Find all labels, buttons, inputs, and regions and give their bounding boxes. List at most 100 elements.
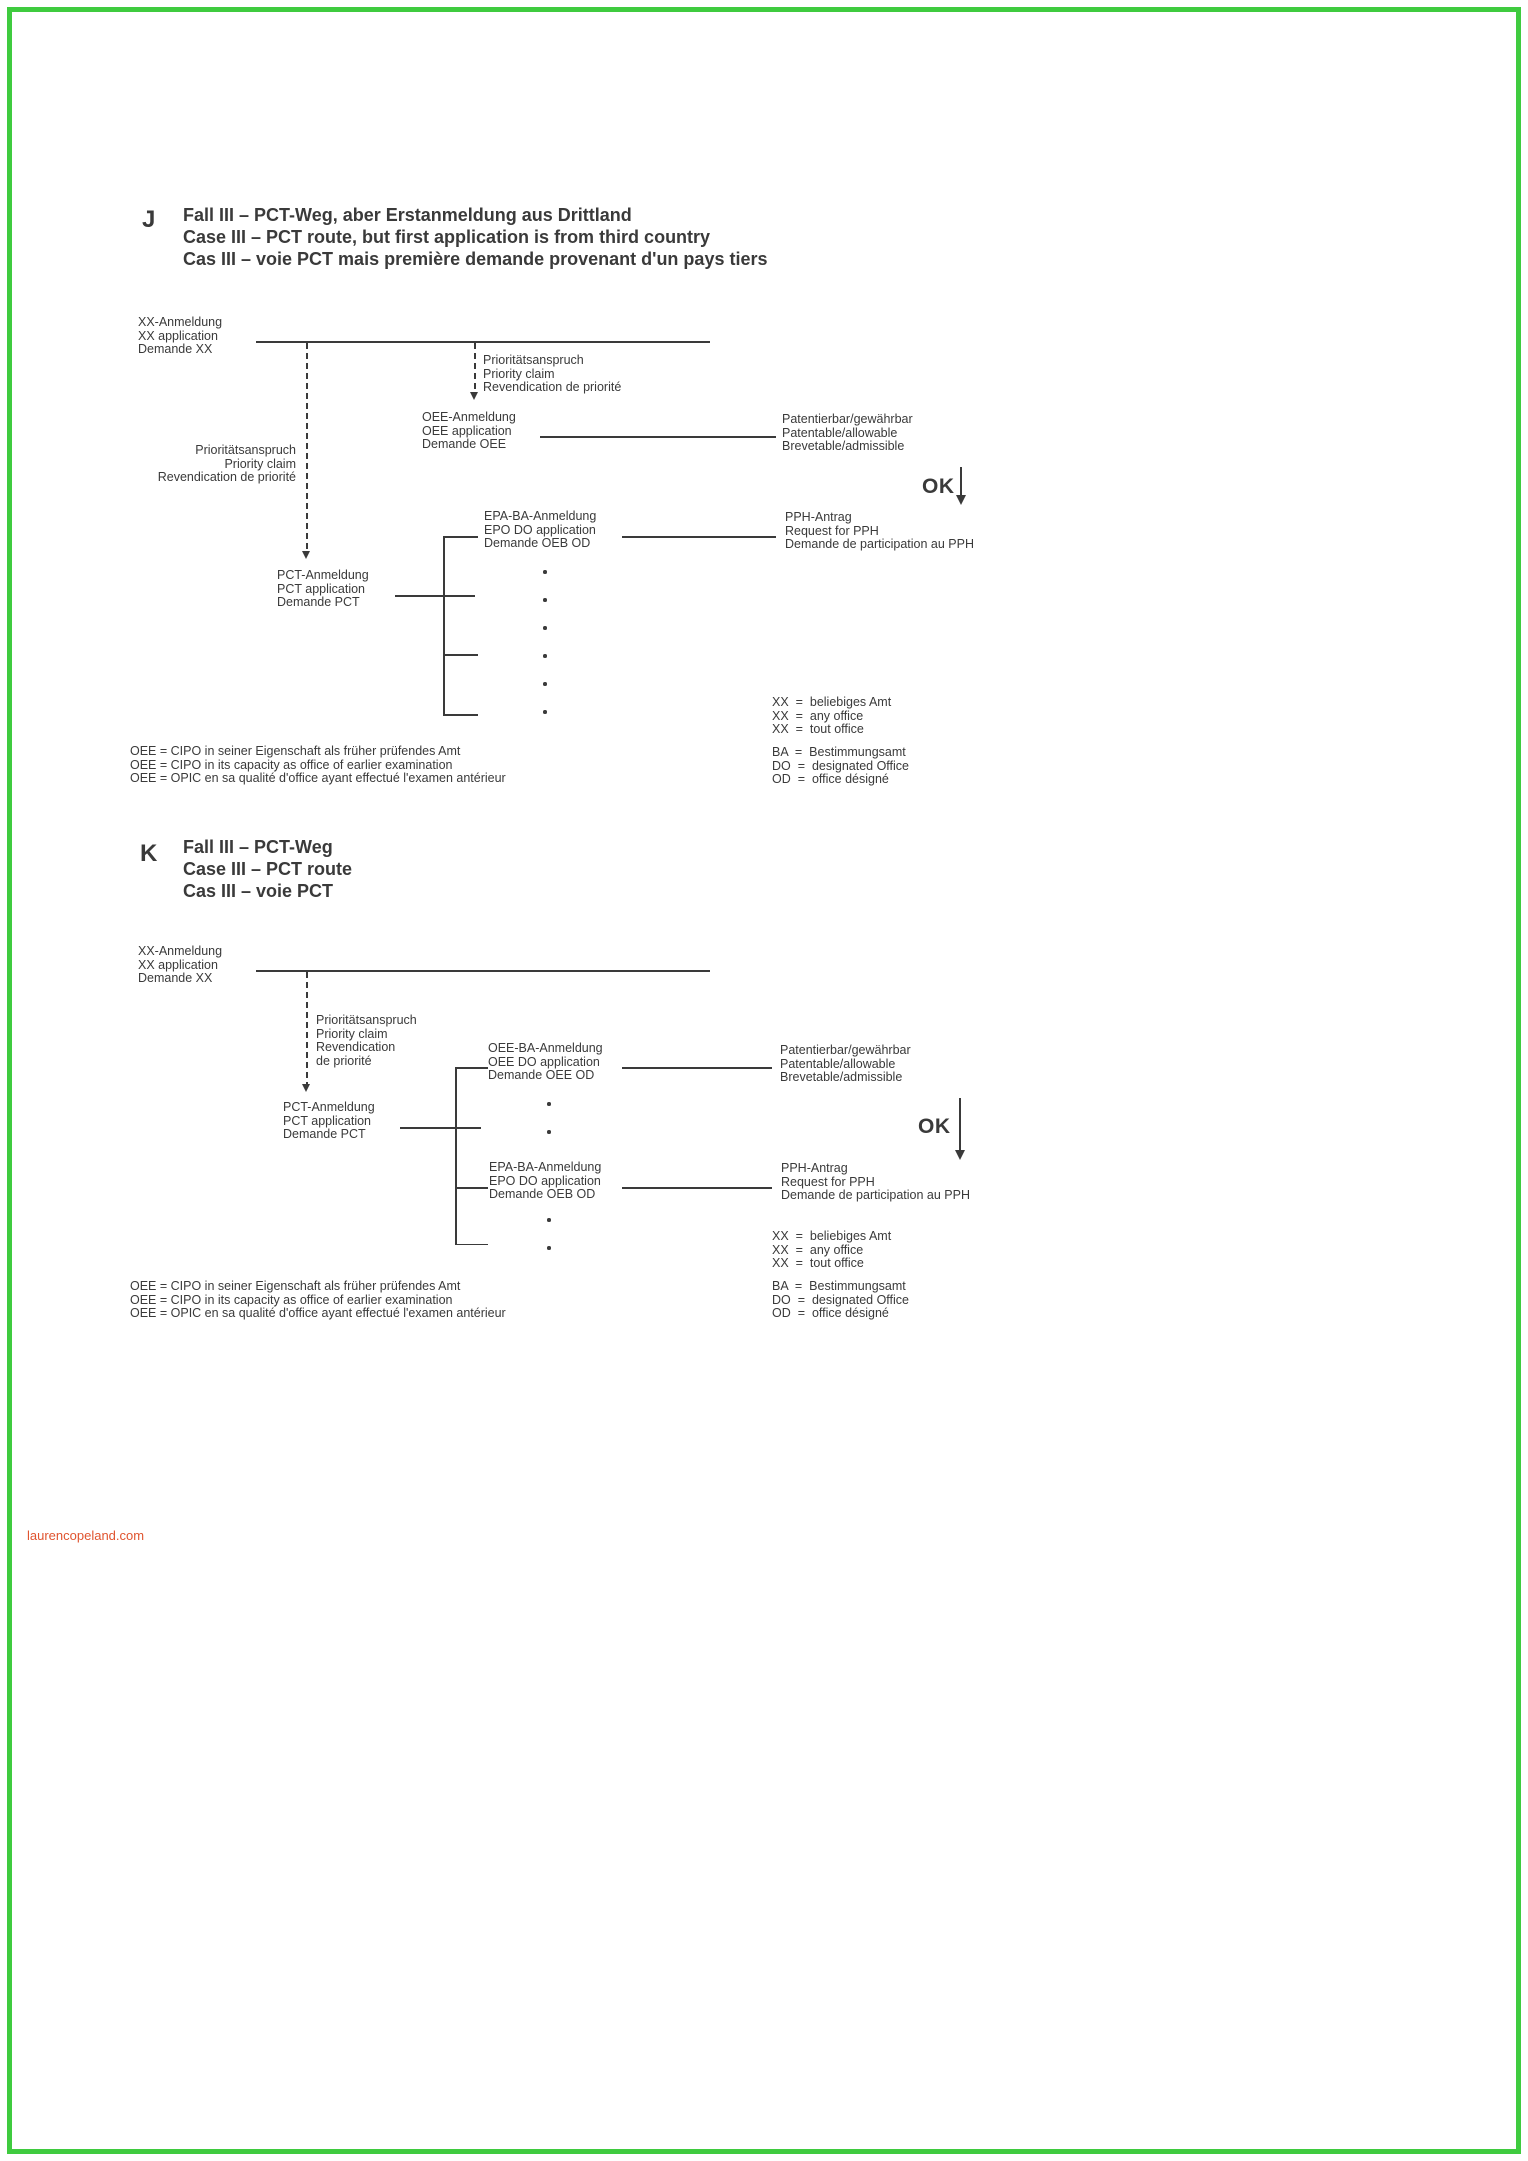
text-line: Priority claim <box>224 456 296 471</box>
arrowhead-down-icon <box>302 551 310 559</box>
bracket-tick-bottom-j <box>443 714 478 716</box>
bracket-tick-mid-j <box>443 654 478 656</box>
text-line: OEE = CIPO in seiner Eigenschaft als frü… <box>130 744 461 758</box>
text-line: PPH-Antrag <box>781 1161 848 1175</box>
text-line: OEE application <box>422 423 512 438</box>
watermark: laurencopeland.com <box>27 1528 145 1543</box>
ellipsis-dots-j <box>543 570 547 738</box>
text-line: XX application <box>138 328 218 343</box>
ok-arrow-line-j <box>960 467 962 497</box>
connector-pct-bracket-k <box>400 1127 481 1129</box>
text-line: XX = beliebiges Amt <box>772 695 892 709</box>
text-line: PCT-Anmeldung <box>277 568 369 582</box>
text-line: DO = designated Office <box>772 758 909 773</box>
bracket-tick-mid-k <box>455 1187 488 1189</box>
ellipsis-dots-k-bottom <box>547 1218 551 1274</box>
dot <box>543 682 547 686</box>
text-line: BA = Bestimmungsamt <box>772 1279 906 1293</box>
text-line: BA = Bestimmungsamt <box>772 745 906 759</box>
text-line: Fall III – PCT-Weg <box>183 837 333 857</box>
bracket-tick-top-j <box>443 536 478 538</box>
dot <box>543 598 547 602</box>
text-line: Request for PPH <box>781 1174 875 1189</box>
text-line: Priority claim <box>316 1026 388 1041</box>
text-line: Prioritätsanspruch <box>483 353 584 367</box>
text-line: Revendication <box>316 1040 396 1055</box>
text-line: EPO DO application <box>489 1173 601 1188</box>
text-line: Fall III – PCT-Weg, aber Erstanmeldung a… <box>183 205 632 225</box>
dot <box>547 1102 551 1106</box>
ok-label-j: OK <box>922 475 955 498</box>
text-line: Patentierbar/gewährbar <box>782 412 913 426</box>
text-line: Demande OEE OD <box>488 1068 595 1083</box>
arrowhead-down-icon <box>955 495 966 505</box>
text-line: Demande OEB OD <box>489 1187 596 1202</box>
text-line: PCT application <box>283 1113 372 1128</box>
arrowhead-down-icon <box>302 1084 310 1092</box>
text-line: OEE = OPIC en sa qualité d'office ayant … <box>130 771 506 786</box>
text-line: OEE = CIPO in seiner Eigenschaft als frü… <box>130 1279 461 1293</box>
text-line: XX = tout office <box>772 1256 864 1271</box>
text-line: Revendication de priorité <box>157 470 296 485</box>
text-line: Demande de participation au PPH <box>781 1188 971 1203</box>
text-line: Revendication de priorité <box>483 380 622 395</box>
section-j-title: Fall III – PCT-Weg, aber Erstanmeldung a… <box>183 204 767 270</box>
text-line: OEE = CIPO in its capacity as office of … <box>130 757 453 772</box>
text-line: Patentable/allowable <box>780 1056 896 1071</box>
connector-epo-pph-j <box>622 536 776 538</box>
text-line: Case III – PCT route, but first applicat… <box>183 227 711 247</box>
bracket-tick-top-k <box>455 1067 488 1069</box>
text-line: Request for PPH <box>785 523 879 538</box>
dot <box>547 1130 551 1134</box>
text-line: Demande OEB OD <box>484 536 591 551</box>
legend-oee-k: OEE = CIPO in seiner Eigenschaft als frü… <box>130 1279 506 1321</box>
dot <box>547 1246 551 1250</box>
text-line: OEE-Anmeldung <box>422 410 516 424</box>
text-line: Patentable/allowable <box>782 425 898 440</box>
arrowhead-down-icon <box>954 1150 965 1160</box>
text-line: Prioritätsanspruch <box>195 443 296 457</box>
connector-pct-bracket-j <box>395 595 475 597</box>
dot <box>547 1218 551 1222</box>
connector-oee-patentable-j <box>540 436 776 438</box>
dot <box>543 570 547 574</box>
dot <box>543 710 547 714</box>
priority-dashed-line-right-j <box>474 343 476 393</box>
page-border-frame <box>7 7 1521 2154</box>
text-line: EPA-BA-Anmeldung <box>484 509 597 523</box>
text-line: Case III – PCT route <box>183 859 353 879</box>
text-line: Demande PCT <box>277 595 360 610</box>
text-line: XX-Anmeldung <box>138 944 223 958</box>
legend-oee-j: OEE = CIPO in seiner Eigenschaft als frü… <box>130 744 506 786</box>
ellipsis-dots-k-top <box>547 1102 551 1158</box>
text-line: OD = office désigné <box>772 772 889 787</box>
section-j-label: J <box>142 206 156 233</box>
text-line: PCT application <box>277 581 366 596</box>
text-line: DO = designated Office <box>772 1292 909 1307</box>
connector-oee-patentable-k <box>622 1067 772 1069</box>
priority-dashed-line-left-j <box>306 343 308 553</box>
text-line: OEE DO application <box>488 1054 600 1069</box>
bracket-line-k <box>455 1067 457 1245</box>
text-line: Demande XX <box>138 971 213 986</box>
timeline-k <box>256 970 710 972</box>
text-line: Cas III – voie PCT mais première demande… <box>183 249 768 269</box>
connector-epo-pph-k <box>622 1187 772 1189</box>
text-line: PPH-Antrag <box>785 510 852 524</box>
text-line: Demande de participation au PPH <box>785 537 975 552</box>
text-line: PCT-Anmeldung <box>283 1100 375 1114</box>
dot <box>543 654 547 658</box>
ok-arrow-line-k <box>959 1098 961 1152</box>
